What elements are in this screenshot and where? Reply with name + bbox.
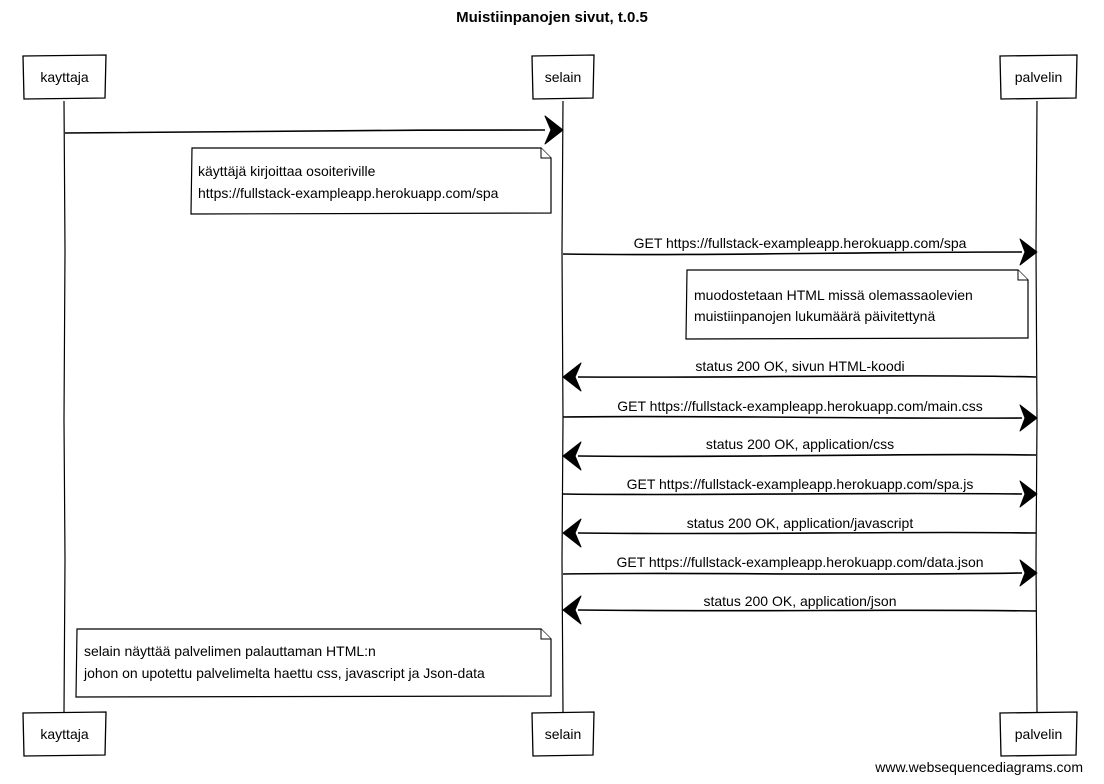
watermark-text: www.websequencediagrams.com [874,759,1083,775]
note-line: käyttäjä kirjoittaa osoiteriville [198,163,376,179]
message-kayttaja-to-selain [64,115,564,145]
participant-selain-top: selain [531,54,595,100]
participant-label: kayttaja [40,726,88,742]
participant-label: kayttaja [40,69,88,85]
message-label: status 200 OK, application/json [703,593,896,609]
message-label: GET https://fullstack-exampleapp.herokua… [617,398,982,414]
participant-palvelin-top: palvelin [999,54,1078,100]
note-kayttaja-input: käyttäjä kirjoittaa osoiteriville https:… [190,147,552,215]
participant-label: palvelin [1015,69,1062,85]
message-label: GET https://fullstack-exampleapp.herokua… [627,476,974,492]
message-response-json: status 200 OK, application/json [562,593,1037,625]
message-get-spa-js: GET https://fullstack-exampleapp.herokua… [562,476,1038,508]
participant-kayttaja-top: kayttaja [22,54,107,100]
note-line: muistiinpanojen lukumäärä päivitettynä [694,308,935,324]
lifeline-selain [561,100,564,713]
lifeline-palvelin [1035,100,1038,713]
message-response-css: status 200 OK, application/css [562,436,1037,471]
participant-selain-bottom: selain [531,711,595,757]
message-get-main-css: GET https://fullstack-exampleapp.herokua… [562,398,1038,432]
participant-label: palvelin [1015,726,1062,742]
note-line: johon on upotettu palvelimelta haettu cs… [83,665,485,681]
note-server-builds-html: muodostetaan HTML missä olemassaolevien … [685,269,1029,340]
note-line: muodostetaan HTML missä olemassaolevien [694,287,973,303]
message-label: status 200 OK, sivun HTML-koodi [695,358,904,374]
participant-label: selain [545,726,582,742]
message-response-javascript: status 200 OK, application/javascript [562,515,1037,548]
diagram-title: Muistiinpanojen sivut, t.0.5 [456,9,648,26]
message-get-data-json: GET https://fullstack-exampleapp.herokua… [562,554,1038,587]
note-line: https://fullstack-exampleapp.herokuapp.c… [198,185,499,201]
note-browser-renders: selain näyttää palvelimen palauttaman HT… [75,628,552,698]
message-label: status 200 OK, application/javascript [687,515,914,531]
message-label: GET https://fullstack-exampleapp.herokua… [616,554,983,570]
note-line: selain näyttää palvelimen palauttaman HT… [84,643,376,659]
message-label: status 200 OK, application/css [706,436,894,452]
participant-kayttaja-bottom: kayttaja [22,711,107,757]
lifeline-kayttaja [63,100,66,713]
message-response-html: status 200 OK, sivun HTML-koodi [562,358,1037,392]
message-get-spa: GET https://fullstack-exampleapp.herokua… [562,235,1038,266]
message-label: GET https://fullstack-exampleapp.herokua… [634,235,967,251]
participant-palvelin-bottom: palvelin [999,711,1078,757]
participant-label: selain [545,69,582,85]
